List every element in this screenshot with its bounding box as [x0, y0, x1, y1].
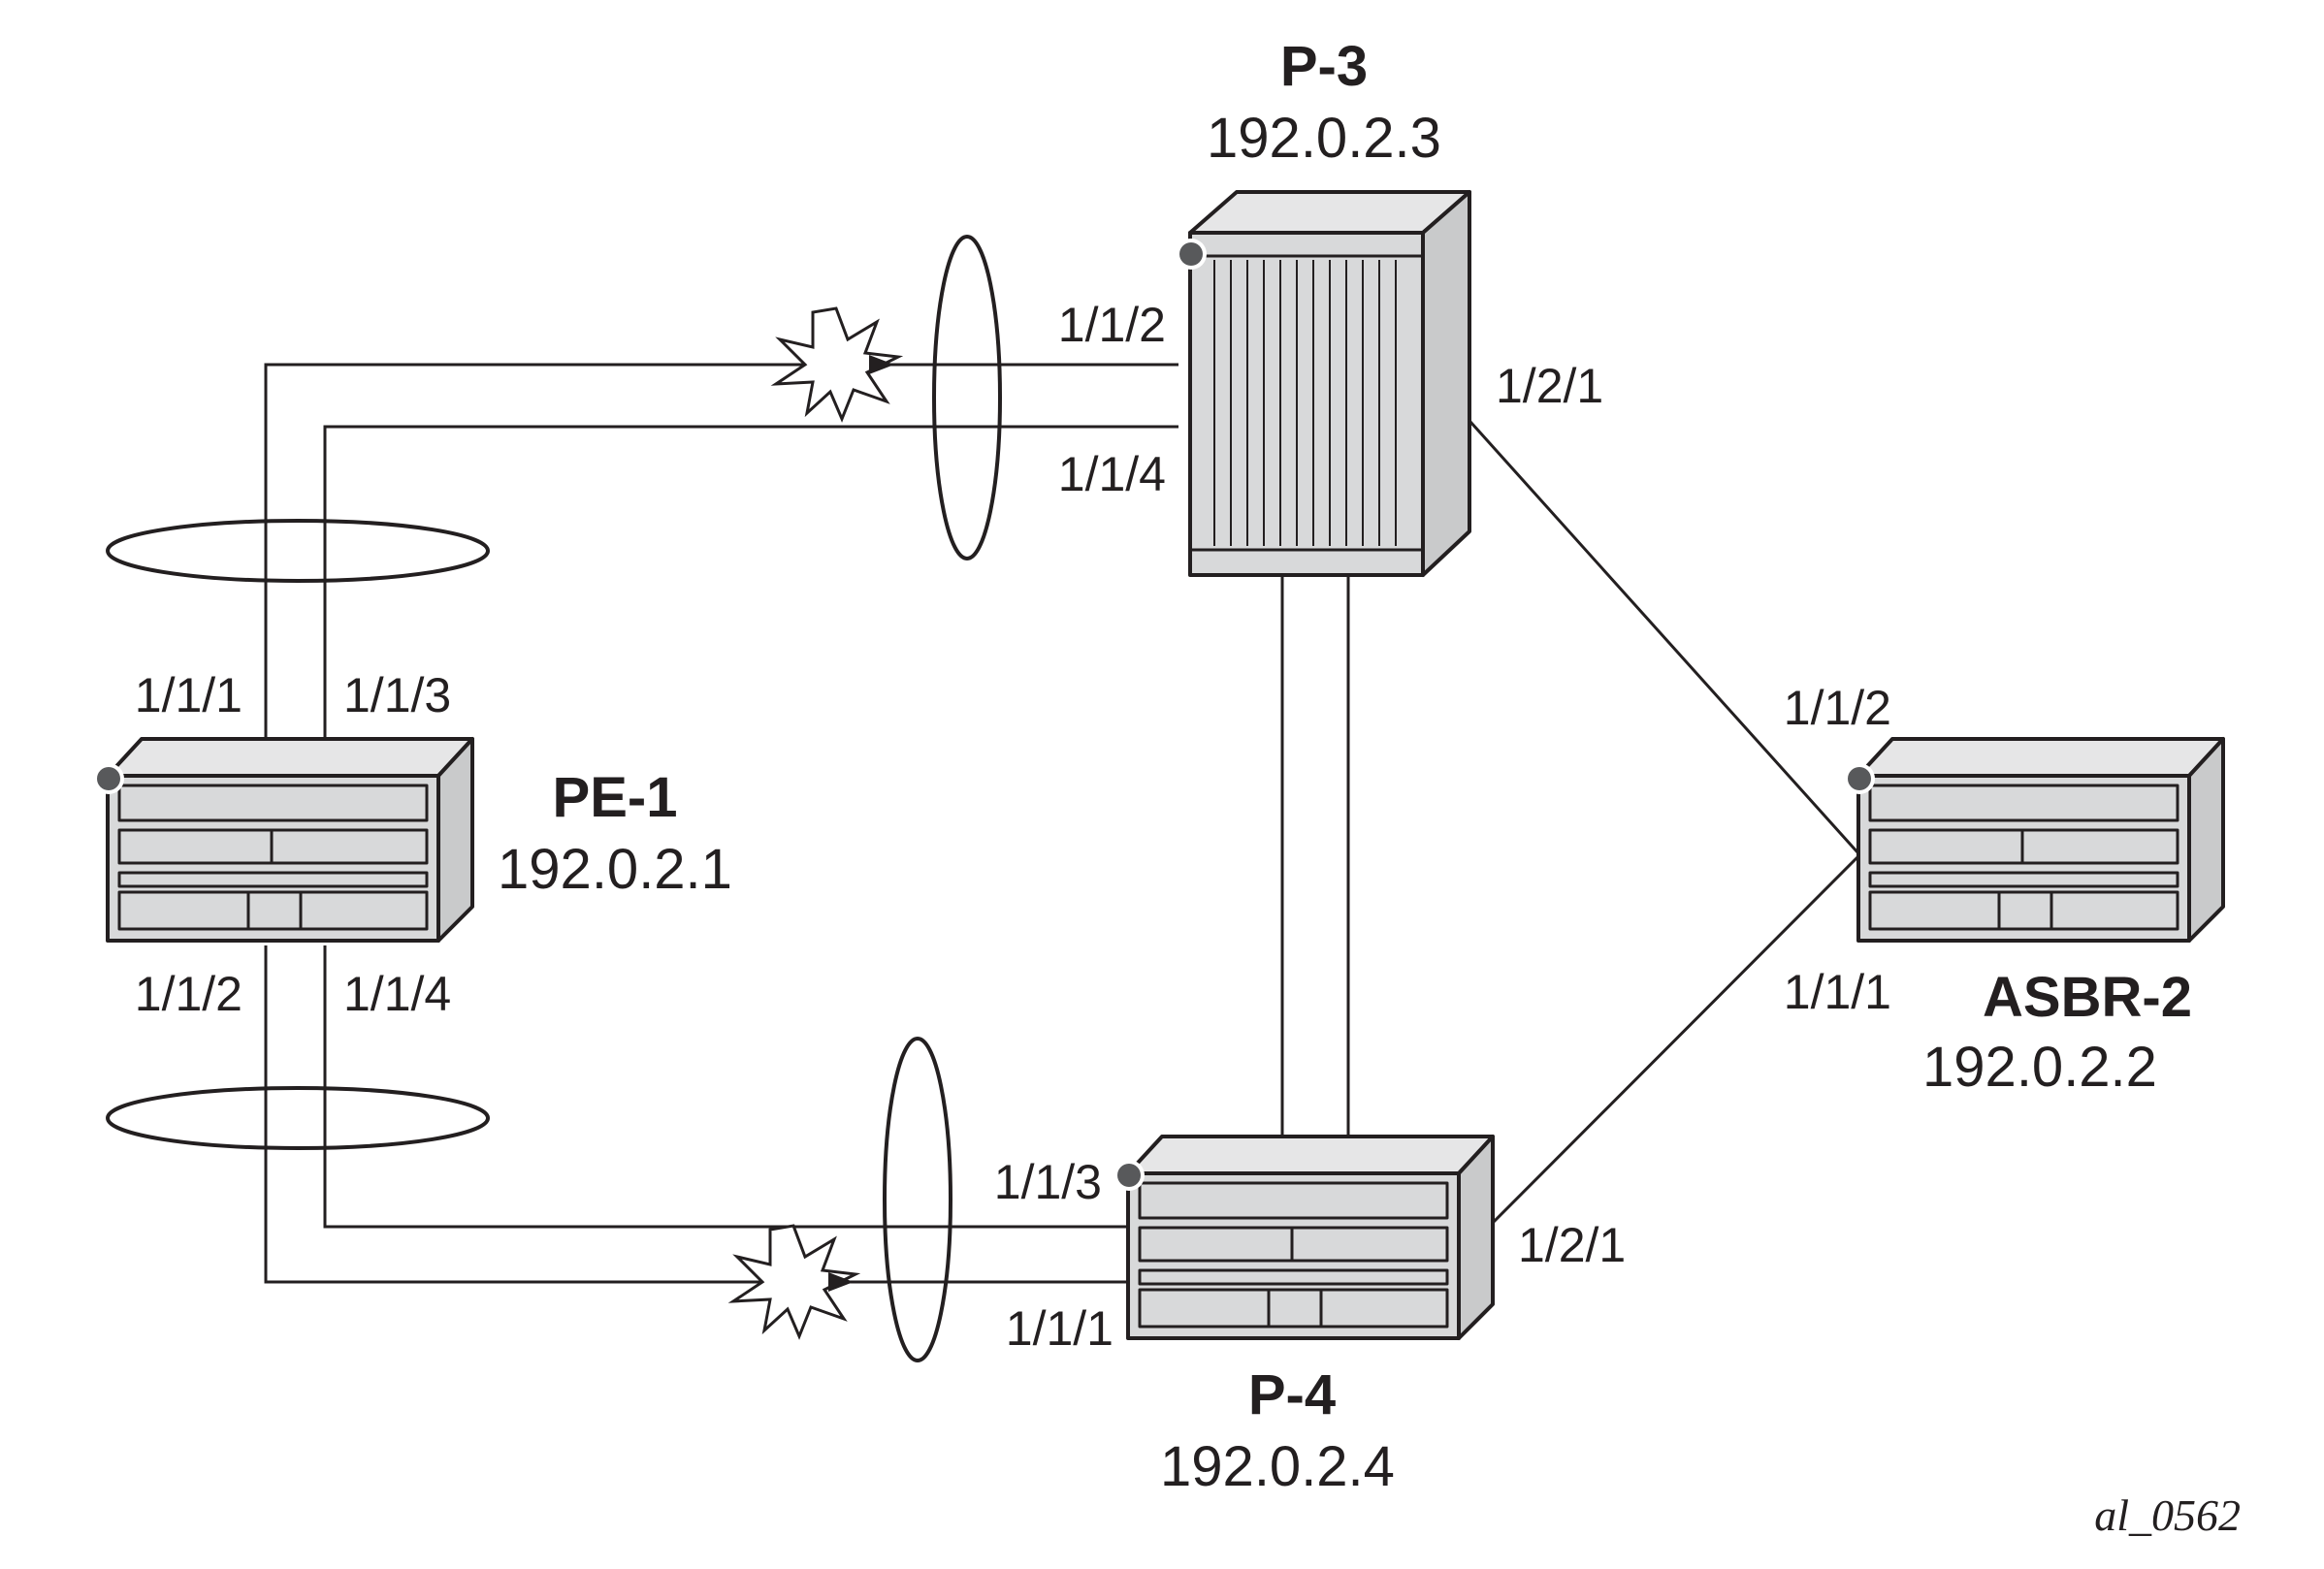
port-label-pe1-1-1-4: 1/1/4 [343, 967, 451, 1021]
router-asbr2-top-face [1856, 737, 2225, 778]
router-p4-side-face [1457, 1135, 1495, 1340]
failure-burst-icon-bottom [727, 1224, 861, 1340]
router-p3-side-face [1421, 190, 1471, 577]
router-p3-front-face [1188, 231, 1425, 577]
node-ip-asbr2: 192.0.2.2 [1922, 1036, 2157, 1099]
link-pe1-p4-2 [323, 945, 1128, 1229]
node-name-p3: P-3 [1280, 35, 1368, 98]
router-asbr2-side-face [2187, 737, 2225, 943]
port-label-asbr2-1-1-1: 1/1/1 [1784, 965, 1891, 1019]
arrowheads [828, 355, 894, 1292]
router-pe1-top-face [106, 737, 474, 778]
port-label-pe1-1-1-2: 1/1/2 [135, 967, 242, 1021]
lag-ellipses [106, 235, 1002, 1362]
port-label-p3-1-1-4: 1/1/4 [1058, 447, 1166, 501]
lag-ellipse-pe1-top [106, 519, 490, 583]
port-label-p4-1-1-1: 1/1/1 [1006, 1301, 1114, 1356]
figure-id: al_0562 [2094, 1490, 2241, 1540]
lag-ellipse-pe1-bottom [106, 1086, 490, 1150]
link-p3-asbr2 [1460, 410, 1860, 855]
router-pe1 [93, 737, 474, 943]
port-label-p3-1-2-1: 1/2/1 [1496, 359, 1603, 413]
router-p3-slots [1213, 260, 1397, 546]
link-pe1-p3-2 [323, 425, 1178, 752]
router-asbr2 [1844, 737, 2225, 943]
port-label-pe1-1-1-3: 1/1/3 [343, 668, 451, 722]
port-label-p4-1-2-1: 1/2/1 [1518, 1218, 1626, 1272]
node-name-pe1: PE-1 [553, 766, 678, 829]
failure-burst-icon-top [770, 306, 904, 423]
node-name-p4: P-4 [1248, 1363, 1336, 1426]
node-ip-p3: 192.0.2.3 [1207, 107, 1441, 170]
links [264, 363, 1860, 1284]
lag-ellipse-p3 [932, 235, 1002, 560]
port-label-pe1-1-1-1: 1/1/1 [135, 668, 242, 722]
node-ip-pe1: 192.0.2.1 [498, 838, 732, 901]
lag-ellipse-p4 [883, 1037, 952, 1362]
port-label-p3-1-1-2: 1/1/2 [1058, 298, 1166, 352]
router-p3 [1176, 190, 1471, 577]
node-ip-p4: 192.0.2.4 [1160, 1435, 1395, 1498]
port-label-p4-1-1-3: 1/1/3 [994, 1155, 1102, 1209]
node-name-asbr2: ASBR-2 [1983, 966, 2192, 1029]
router-p4-top-face [1126, 1135, 1495, 1175]
arrowhead-top-right [869, 355, 894, 374]
arrowhead-bottom-right [828, 1272, 854, 1292]
router-p4 [1114, 1135, 1495, 1340]
router-pe1-side-face [436, 737, 474, 943]
port-label-asbr2-1-1-2: 1/1/2 [1784, 681, 1891, 735]
link-p4-asbr2 [1472, 854, 1860, 1243]
